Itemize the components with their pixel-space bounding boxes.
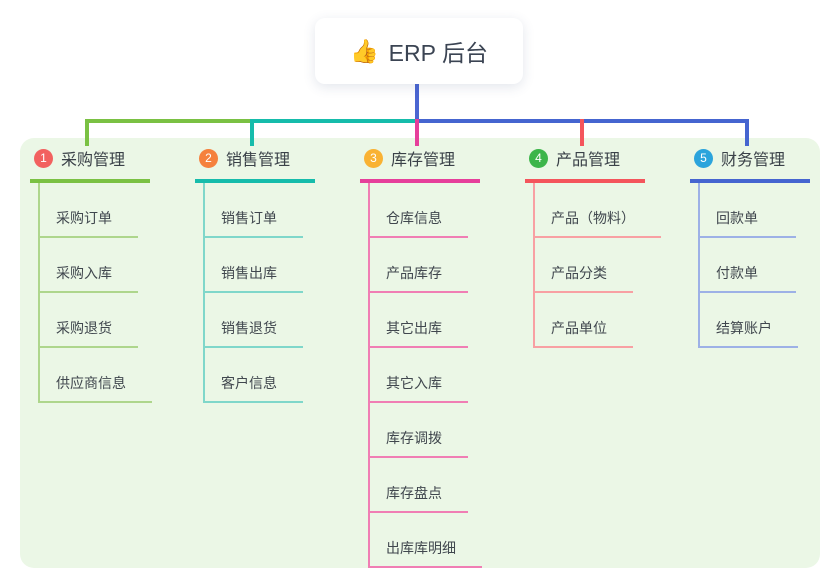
child-label: 采购退货 xyxy=(56,320,112,336)
child-label: 销售出库 xyxy=(221,265,277,281)
child-node[interactable]: 销售出库 xyxy=(205,238,303,293)
child-node[interactable]: 采购订单 xyxy=(40,183,138,238)
child-node[interactable]: 供应商信息 xyxy=(40,348,152,403)
child-node[interactable]: 销售退货 xyxy=(205,293,303,348)
child-node[interactable]: 其它出库 xyxy=(370,293,468,348)
child-label: 出库库明细 xyxy=(386,540,456,556)
child-label: 付款单 xyxy=(716,265,758,281)
child-node[interactable]: 回款单 xyxy=(700,183,796,238)
child-label: 结算账户 xyxy=(716,320,772,336)
branch-label: 产品管理 xyxy=(556,152,621,169)
connector-branch-drop xyxy=(85,119,89,146)
child-node[interactable]: 库存盘点 xyxy=(370,458,468,513)
branch-header[interactable]: 2 销售管理 xyxy=(195,146,315,183)
connector-branch-drop xyxy=(415,119,419,146)
child-node[interactable]: 结算账户 xyxy=(700,293,798,348)
branch-header[interactable]: 5 财务管理 xyxy=(690,146,810,183)
branch-children: 采购订单 采购入库 采购退货 供应商信息 xyxy=(38,183,152,403)
branch: 1 采购管理 采购订单 采购入库 采购退货 供应商信息 xyxy=(30,146,190,403)
child-node[interactable]: 产品库存 xyxy=(370,238,468,293)
branch-number-badge: 1 xyxy=(34,148,53,168)
child-label: 产品（物料） xyxy=(551,210,635,226)
child-label: 销售订单 xyxy=(221,210,277,226)
child-node[interactable]: 产品单位 xyxy=(535,293,633,348)
branch-number-badge: 4 xyxy=(529,148,548,168)
child-label: 仓库信息 xyxy=(386,210,442,226)
child-node[interactable]: 采购入库 xyxy=(40,238,138,293)
branch-children: 回款单 付款单 结算账户 xyxy=(698,183,798,348)
branch-children: 产品（物料） 产品分类 产品单位 xyxy=(533,183,661,348)
branch-number-badge: 2 xyxy=(199,148,218,168)
branch-label: 财务管理 xyxy=(721,152,786,169)
child-node[interactable]: 出库库明细 xyxy=(370,513,482,568)
branch: 3 库存管理 仓库信息 产品库存 其它出库 其它入库 库存调拨 库存盘点 出库库… xyxy=(360,146,520,568)
branch-number-badge: 3 xyxy=(364,148,383,168)
child-label: 其它出库 xyxy=(386,320,442,336)
branch-number-badge: 5 xyxy=(694,148,713,168)
branch-header[interactable]: 4 产品管理 xyxy=(525,146,645,183)
branches-panel xyxy=(20,138,820,568)
child-node[interactable]: 仓库信息 xyxy=(370,183,468,238)
child-label: 库存盘点 xyxy=(386,485,442,501)
connector-bus-segment-2 xyxy=(250,119,419,123)
connector-root-drop xyxy=(415,84,419,119)
child-node[interactable]: 产品（物料） xyxy=(535,183,661,238)
connector-branch-drop xyxy=(745,119,749,146)
child-label: 产品库存 xyxy=(386,265,442,281)
child-node[interactable]: 客户信息 xyxy=(205,348,303,403)
child-label: 采购入库 xyxy=(56,265,112,281)
root-node[interactable]: 👍 ERP 后台 xyxy=(315,18,523,84)
branch-label: 库存管理 xyxy=(391,152,456,169)
branch-label: 采购管理 xyxy=(61,152,126,169)
child-label: 回款单 xyxy=(716,210,758,226)
child-label: 客户信息 xyxy=(221,375,277,391)
branch-children: 销售订单 销售出库 销售退货 客户信息 xyxy=(203,183,303,403)
branch-children: 仓库信息 产品库存 其它出库 其它入库 库存调拨 库存盘点 出库库明细 xyxy=(368,183,482,568)
branch-header[interactable]: 3 库存管理 xyxy=(360,146,480,183)
child-label: 销售退货 xyxy=(221,320,277,336)
child-label: 库存调拨 xyxy=(386,430,442,446)
child-label: 供应商信息 xyxy=(56,375,126,391)
branch-label: 销售管理 xyxy=(226,152,291,169)
root-label: ERP 后台 xyxy=(388,40,488,66)
child-label: 采购订单 xyxy=(56,210,112,226)
branch: 2 销售管理 销售订单 销售出库 销售退货 客户信息 xyxy=(195,146,355,403)
thumbs-up-icon: 👍 xyxy=(350,37,379,64)
branch-header[interactable]: 1 采购管理 xyxy=(30,146,150,183)
child-node[interactable]: 其它入库 xyxy=(370,348,468,403)
child-label: 产品单位 xyxy=(551,320,607,336)
child-label: 产品分类 xyxy=(551,265,607,281)
connector-bus-segment-1 xyxy=(85,119,254,123)
child-node[interactable]: 付款单 xyxy=(700,238,796,293)
child-node[interactable]: 采购退货 xyxy=(40,293,138,348)
branch: 5 财务管理 回款单 付款单 结算账户 xyxy=(690,146,839,348)
child-node[interactable]: 销售订单 xyxy=(205,183,303,238)
child-label: 其它入库 xyxy=(386,375,442,391)
connector-branch-drop xyxy=(250,119,254,146)
child-node[interactable]: 产品分类 xyxy=(535,238,633,293)
connector-branch-drop xyxy=(580,119,584,146)
branch: 4 产品管理 产品（物料） 产品分类 产品单位 xyxy=(525,146,685,348)
child-node[interactable]: 库存调拨 xyxy=(370,403,468,458)
